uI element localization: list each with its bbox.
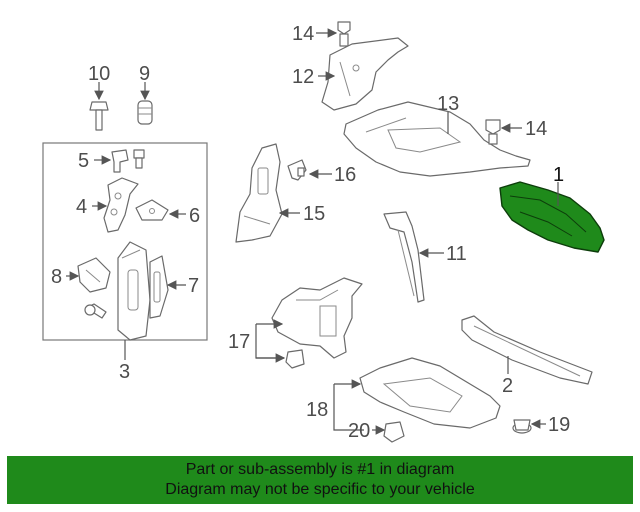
callout-4: 4 [76,196,87,218]
part-12-upper-bracket[interactable] [321,37,409,111]
part-6-plate[interactable] [135,199,169,221]
part-14-clip-top[interactable] [337,21,351,47]
part-1-highlighted[interactable] [499,181,605,253]
callout-14-right: 14 [525,118,547,140]
part-18-undercover[interactable] [359,357,501,429]
banner-line-1: Part or sub-assembly is #1 in diagram [185,461,455,478]
part-4-bracket[interactable] [103,177,139,233]
part-7-retainer[interactable] [149,255,169,319]
callout-7: 7 [188,275,199,297]
callout-14-top: 14 [292,23,314,45]
part-17-lower-bracket[interactable] [271,277,363,359]
callout-8: 8 [51,266,62,288]
part-2-lower-bar[interactable] [461,315,593,385]
part-13-upper-shield[interactable] [343,101,531,177]
part-bolt-small[interactable] [84,303,107,319]
part-17-clip[interactable] [285,349,305,369]
part-5-bolt[interactable] [111,149,129,173]
callout-16: 16 [334,164,356,186]
callout-1: 1 [553,164,564,186]
callout-15: 15 [303,203,325,225]
callout-3: 3 [119,361,130,383]
callout-19: 19 [548,414,570,436]
part-20-clip[interactable] [383,421,405,443]
callout-17: 17 [228,331,250,353]
callout-9: 9 [139,63,150,85]
part-9-clip[interactable] [137,100,153,125]
part-5-nut[interactable] [133,149,145,169]
banner-line-2: Diagram may not be specific to your vehi… [165,481,475,498]
part-8-bracket[interactable] [77,257,111,293]
part-19-grommet[interactable] [512,419,532,434]
part-16-grommet[interactable] [287,159,307,181]
callout-11: 11 [446,243,467,265]
info-banner: Part or sub-assembly is #1 in diagram Di… [7,456,633,504]
callout-18: 18 [306,399,328,421]
part-15-side-panel[interactable] [235,143,283,243]
part-3-side-support[interactable] [117,241,151,341]
part-10-bolt[interactable] [89,101,109,131]
callout-13: 13 [437,93,459,115]
callout-5: 5 [78,150,89,172]
parts-diagram: 1 2 3 4 5 6 7 8 9 10 11 12 13 14 14 15 1… [42,21,605,443]
callout-6: 6 [189,205,200,227]
callout-12: 12 [292,66,314,88]
part-14-clip-right[interactable] [485,119,501,145]
callout-2: 2 [502,375,513,397]
callout-20: 20 [348,420,370,442]
callout-10: 10 [88,63,110,85]
part-11-center-brace[interactable] [383,211,425,303]
